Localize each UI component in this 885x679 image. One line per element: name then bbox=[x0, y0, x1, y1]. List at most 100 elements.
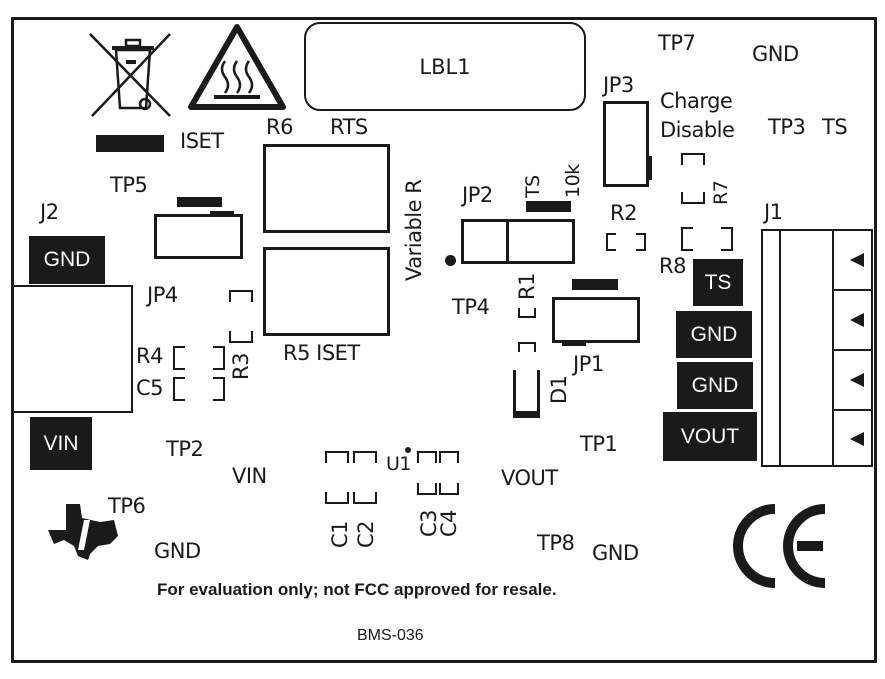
tp2-label: TP2 bbox=[166, 437, 204, 461]
c1-label: C1 bbox=[328, 520, 352, 548]
label-area-lbl1: LBL1 bbox=[304, 22, 586, 111]
gnd-top-label: GND bbox=[752, 42, 799, 66]
jp2-jumper[interactable] bbox=[461, 219, 575, 264]
j1-arrow-4-icon bbox=[850, 432, 864, 446]
r1-label: R1 bbox=[515, 273, 539, 300]
j1-line-2 bbox=[832, 229, 834, 467]
j2-connector-body[interactable] bbox=[12, 285, 133, 413]
tp3-label: TP3 bbox=[768, 115, 806, 139]
r4-pad-left bbox=[173, 346, 185, 370]
r3-label: R3 bbox=[229, 353, 253, 380]
jp1-label: JP1 bbox=[573, 352, 604, 376]
r6-label: R6 bbox=[266, 115, 293, 139]
tp1-label: TP1 bbox=[580, 432, 618, 456]
rts-label: RTS bbox=[330, 115, 368, 139]
jp2-10k-label: 10k bbox=[562, 164, 584, 198]
r1-pad-top bbox=[518, 308, 536, 318]
c2-label: C2 bbox=[354, 520, 378, 548]
jp2-marker bbox=[526, 201, 571, 212]
r1-pad-bottom bbox=[518, 342, 536, 352]
j1-arrow-3-icon bbox=[850, 373, 864, 387]
gnd-left-label: GND bbox=[154, 539, 201, 563]
j2-pin-vin: VIN bbox=[30, 417, 92, 470]
c4-pad-bottom bbox=[439, 483, 459, 495]
jp2-label: JP2 bbox=[462, 183, 493, 207]
j1-arrow-1-icon bbox=[850, 253, 864, 267]
jp4-tab bbox=[210, 211, 234, 216]
c4-label: C4 bbox=[437, 509, 461, 537]
jp2-ts-label: TS bbox=[522, 175, 544, 198]
j2-pin-gnd: GND bbox=[29, 236, 105, 284]
vout-net-label: VOUT bbox=[501, 466, 558, 490]
ti-logo-icon bbox=[48, 504, 118, 560]
tp4-label: TP4 bbox=[452, 295, 490, 319]
r5-iset-label: R5 ISET bbox=[283, 341, 360, 365]
fcc-notice: For evaluation only; not FCC approved fo… bbox=[157, 580, 557, 599]
j1-pin-vout: VOUT bbox=[663, 412, 757, 461]
r8-label: R8 bbox=[659, 254, 686, 278]
r6-rts-resistor[interactable] bbox=[263, 144, 390, 233]
tp7-label: TP7 bbox=[658, 31, 696, 55]
jp2-pin1-dot bbox=[445, 255, 456, 266]
lbl1-text: LBL1 bbox=[419, 54, 471, 79]
disable-label: Disable bbox=[660, 118, 735, 142]
c1-pad-bottom bbox=[325, 492, 349, 504]
c5-pad-left bbox=[173, 377, 185, 401]
c5-pad-right bbox=[213, 377, 225, 401]
r7-label: R7 bbox=[710, 180, 732, 205]
r5-iset-resistor[interactable] bbox=[263, 247, 390, 336]
c2-pad-bottom bbox=[353, 492, 377, 504]
r7-pad-top bbox=[681, 153, 705, 165]
j1-sep-3 bbox=[832, 409, 873, 411]
j1-line-1 bbox=[779, 229, 781, 467]
c5-label: C5 bbox=[136, 376, 164, 400]
jp1-jumper[interactable] bbox=[552, 297, 640, 343]
jp4-label: JP4 bbox=[147, 283, 178, 307]
j1-sep-1 bbox=[832, 289, 873, 291]
c1-pad-top bbox=[325, 451, 349, 463]
hot-surface-warning-icon bbox=[188, 24, 286, 110]
variable-r-label: Variable R bbox=[402, 179, 426, 281]
jp1-tab bbox=[562, 341, 586, 346]
tp5-label: TP5 bbox=[110, 173, 148, 197]
j1-arrow-2-icon bbox=[850, 313, 864, 327]
jp4-jumper[interactable] bbox=[154, 214, 243, 259]
j1-pin-gnd-2: GND bbox=[677, 362, 753, 409]
iset-jumper-pad bbox=[96, 135, 164, 152]
tp6-label: TP6 bbox=[108, 494, 146, 518]
jp4-pin1-marker bbox=[177, 197, 222, 207]
board-id: BMS-036 bbox=[357, 627, 424, 644]
jp3-jumper[interactable] bbox=[603, 101, 649, 187]
r8-pad-right bbox=[721, 227, 733, 251]
r2-pad-left bbox=[606, 233, 616, 251]
d1-label: D1 bbox=[547, 375, 571, 404]
j2-label: J2 bbox=[40, 200, 59, 224]
c2-pad-top bbox=[353, 451, 377, 463]
u1-pin1-dot bbox=[405, 447, 411, 453]
j1-pin-ts: TS bbox=[693, 259, 743, 306]
charge-label: Charge bbox=[660, 89, 733, 113]
j1-label: J1 bbox=[764, 200, 783, 224]
d1-cathode-band bbox=[513, 411, 540, 418]
r2-pad-right bbox=[636, 233, 646, 251]
j1-sep-2 bbox=[832, 349, 873, 351]
c4-pad-top bbox=[439, 451, 459, 463]
ce-mark-icon bbox=[733, 504, 826, 588]
r3-pad-top bbox=[229, 290, 253, 302]
gnd-bottom-label: GND bbox=[592, 541, 639, 565]
u1-label: U1 bbox=[386, 453, 412, 475]
c3-pad-top bbox=[417, 451, 437, 463]
jp1-marker bbox=[572, 279, 618, 290]
jp3-label: JP3 bbox=[603, 73, 634, 97]
jp3-tab bbox=[647, 156, 652, 180]
r4-pad-right bbox=[213, 346, 225, 370]
r7-pad-bottom bbox=[681, 192, 705, 204]
r4-label: R4 bbox=[136, 344, 163, 368]
vin-net-label: VIN bbox=[232, 464, 267, 488]
r3-pad-bottom bbox=[229, 331, 253, 343]
iset-label: ISET bbox=[180, 129, 224, 153]
tp8-label: TP8 bbox=[537, 531, 575, 555]
weee-bin-icon bbox=[89, 33, 171, 117]
c3-pad-bottom bbox=[417, 483, 437, 495]
r8-pad-left bbox=[681, 227, 693, 251]
